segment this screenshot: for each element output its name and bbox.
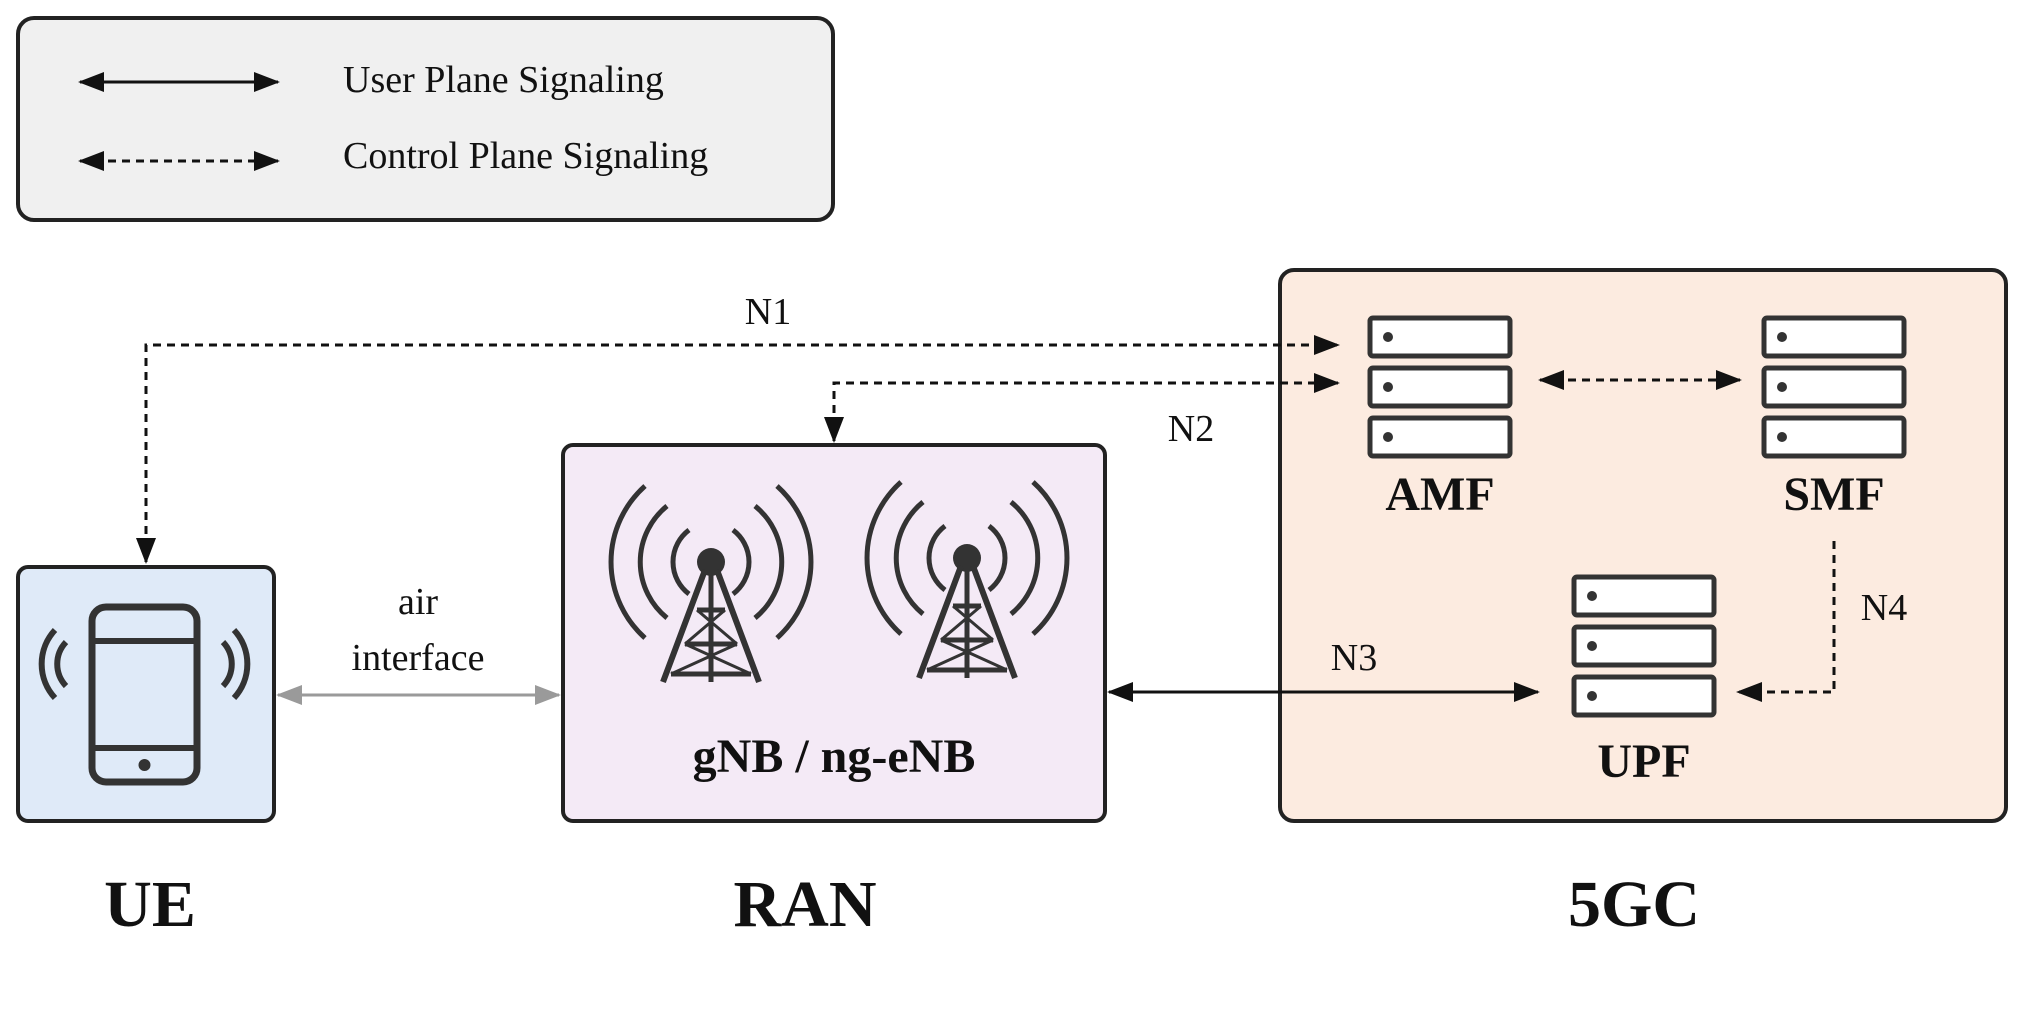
ue-zone-label: UE [104, 868, 196, 941]
ran-box: gNB / ng-eNB [561, 443, 1107, 823]
legend-control-plane-label: Control Plane Signaling [343, 135, 708, 177]
ran-node-label: gNB / ng-eNB [693, 730, 976, 783]
ue-box [16, 565, 276, 823]
n2-label: N2 [1168, 408, 1214, 450]
n3-label: N3 [1331, 637, 1377, 679]
n1-label: N1 [745, 291, 791, 333]
smf-server-icon [1764, 318, 1904, 456]
n4-label: N4 [1861, 587, 1907, 629]
smartphone-icon [38, 603, 251, 786]
ran-zone-label: RAN [734, 868, 877, 941]
upf-label: UPF [1597, 735, 1690, 788]
air-interface-label-line2: interface [352, 637, 485, 679]
legend-box [16, 16, 835, 222]
core-zone-label: 5GC [1568, 868, 1700, 941]
upf-server-icon [1574, 577, 1714, 715]
legend-user-plane-label: User Plane Signaling [343, 59, 664, 101]
smf-label: SMF [1783, 468, 1884, 521]
n2-link [824, 373, 1340, 443]
amf-label: AMF [1385, 468, 1494, 521]
n1-link [136, 335, 1340, 564]
legend: User Plane Signaling Control Plane Signa… [16, 16, 835, 222]
n4-link [1736, 541, 1836, 702]
core-box: AMF SMF UPF [1278, 268, 2008, 823]
air-interface-label-line1: air [398, 581, 438, 623]
amf-server-icon [1370, 318, 1510, 456]
